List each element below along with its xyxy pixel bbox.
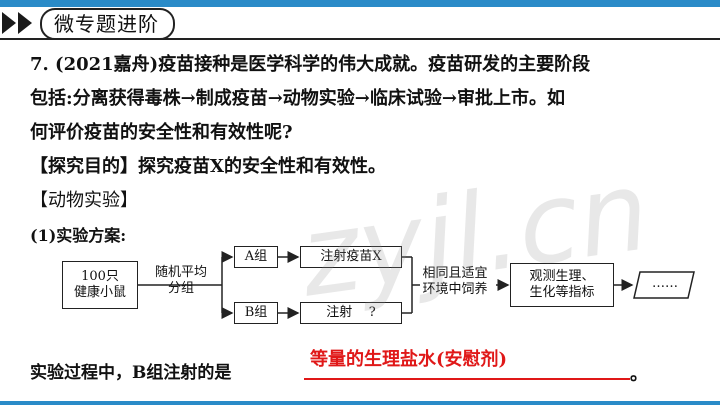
- answer-period: 。: [630, 364, 648, 385]
- plan-label: (1)实验方案:: [30, 226, 127, 245]
- treatment-a-box: 注射疫苗X: [300, 246, 402, 268]
- question-line-2: 包括:分离获得毒株→制成疫苗→动物实验→临床试验→审批上市。如: [30, 88, 565, 109]
- header-rule: [0, 38, 720, 40]
- group-a-box: A组: [234, 246, 278, 268]
- answer-text: 等量的生理盐水(安慰剂): [310, 349, 508, 370]
- observation-box: 观测生理、 生化等指标: [510, 263, 614, 307]
- question-line-3: 何评价疫苗的安全性和有效性呢?: [30, 122, 293, 143]
- treatment-b-box: 注射 ?: [300, 302, 402, 324]
- header-title: 微专题进阶: [40, 8, 175, 40]
- bottom-accent-bar: [0, 401, 720, 405]
- environment-label: 相同且适宜 环境中饲养: [422, 266, 488, 297]
- section-header: 微专题进阶: [0, 8, 720, 40]
- question-line-1: 7. (2021嘉舟)疫苗接种是医学科学的伟大成就。疫苗研发的主要阶段: [30, 54, 591, 75]
- split-label: 随机平均 分组: [154, 265, 207, 296]
- purpose-line: 【探究目的】探究疫苗X的安全性和有效性。: [30, 156, 386, 177]
- result-placeholder: ……: [652, 276, 678, 291]
- section-heading: 【动物实验】: [30, 190, 138, 211]
- top-accent-bar: [0, 0, 720, 7]
- answer-underline: [304, 378, 630, 380]
- group-b-box: B组: [234, 302, 278, 324]
- answer-prompt: 实验过程中，B组注射的是: [30, 363, 232, 383]
- start-box: 100只 健康小鼠: [62, 261, 138, 309]
- double-chevron-icon: [2, 12, 32, 34]
